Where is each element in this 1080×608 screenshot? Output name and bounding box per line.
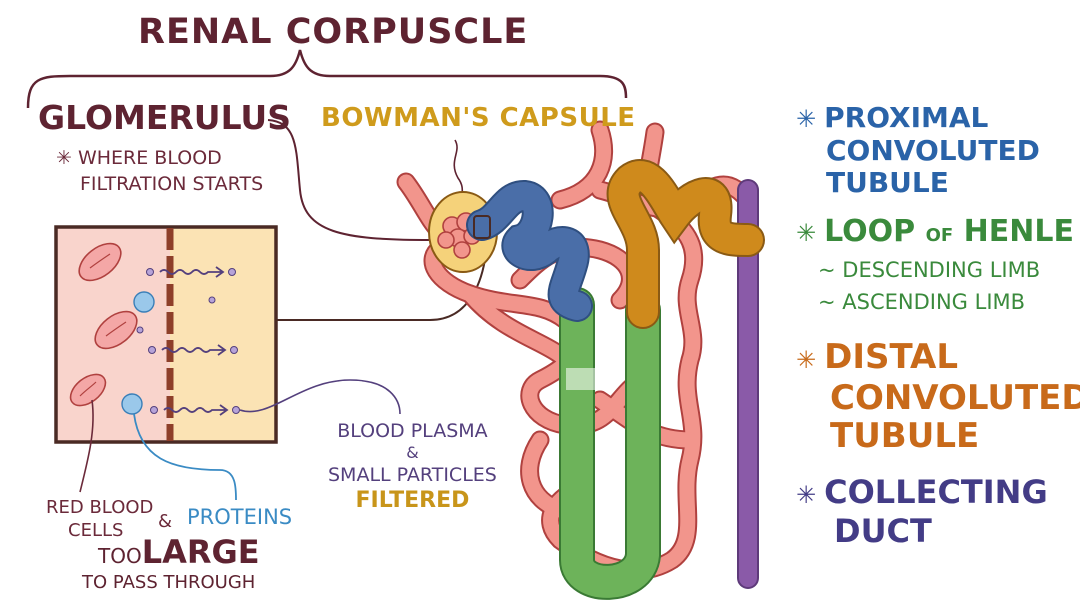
star-icon: ✳: [56, 147, 72, 169]
legend-loop-word2: HENLE: [964, 214, 1074, 249]
protein-blob: [134, 292, 154, 312]
legend-distal-line2: CONVOLUTED: [796, 379, 1080, 417]
rbc-label-line1: RED BLOOD: [46, 496, 153, 519]
legend-collecting: ✳ COLLECTING DUCT: [796, 474, 1048, 549]
glomerulus-label: GLOMERULUS: [38, 98, 291, 137]
bowman-pointer: [454, 140, 462, 198]
glomerulus-note: ✳ WHERE BLOOD FILTRATION STARTS: [56, 145, 263, 197]
legend-proximal-line3: TUBULE: [796, 167, 1040, 199]
star-icon: ✳: [796, 481, 816, 509]
rbc-label: RED BLOOD CELLS: [46, 496, 153, 542]
legend-distal-line1: DISTAL: [824, 337, 958, 377]
filter-caption-filtered: FILTERED: [328, 488, 497, 514]
blocked-amp: &: [158, 511, 172, 532]
legend-proximal: ✳ PROXIMAL CONVOLUTED TUBULE: [796, 102, 1040, 199]
proteins-label: PROTEINS: [187, 505, 292, 529]
legend-loop-word1: LOOP: [824, 214, 915, 249]
loop-of-henle: [577, 305, 643, 582]
too-large-label: TOOLARGE: [98, 538, 260, 570]
legend-loop-of: OF: [926, 225, 954, 246]
filter-caption-line1: BLOOD PLASMA: [328, 418, 497, 444]
legend-loop: ✳ LOOP OF HENLE: [796, 214, 1074, 249]
star-icon: ✳: [796, 219, 816, 247]
legend-collecting-line2: DUCT: [796, 513, 1048, 549]
legend-distal: ✳ DISTAL CONVOLUTED TUBULE: [796, 338, 1080, 455]
page-title: RENAL CORPUSCLE: [138, 12, 528, 52]
star-icon: ✳: [796, 346, 816, 374]
legend-distal-line3: TUBULE: [796, 417, 1080, 455]
glomerulus-note-line2: FILTRATION STARTS: [56, 171, 263, 197]
too-word: TOO: [98, 544, 142, 568]
proximal-convoluted-tubule: [482, 196, 577, 306]
glomerulus-note-line1: WHERE BLOOD: [78, 147, 222, 169]
filter-caption-amp: &: [328, 444, 497, 462]
legend-ascending: ~ ASCENDING LIMB: [818, 290, 1025, 314]
star-icon: ✳: [796, 105, 816, 133]
legend-proximal-line2: CONVOLUTED: [796, 135, 1040, 167]
large-word: LARGE: [142, 533, 260, 571]
filtration-zoom-box: [56, 227, 276, 442]
legend-proximal-line1: PROXIMAL: [824, 101, 988, 134]
to-pass-label: TO PASS THROUGH: [82, 572, 255, 593]
filter-caption-line2: SMALL PARTICLES: [328, 462, 497, 488]
filter-caption: BLOOD PLASMA & SMALL PARTICLES FILTERED: [328, 418, 497, 514]
legend-collecting-line1: COLLECTING: [824, 473, 1048, 511]
legend-descending: ~ DESCENDING LIMB: [818, 258, 1040, 282]
protein-blob: [122, 394, 142, 414]
bowman-label: BOWMAN'S CAPSULE: [321, 103, 636, 133]
